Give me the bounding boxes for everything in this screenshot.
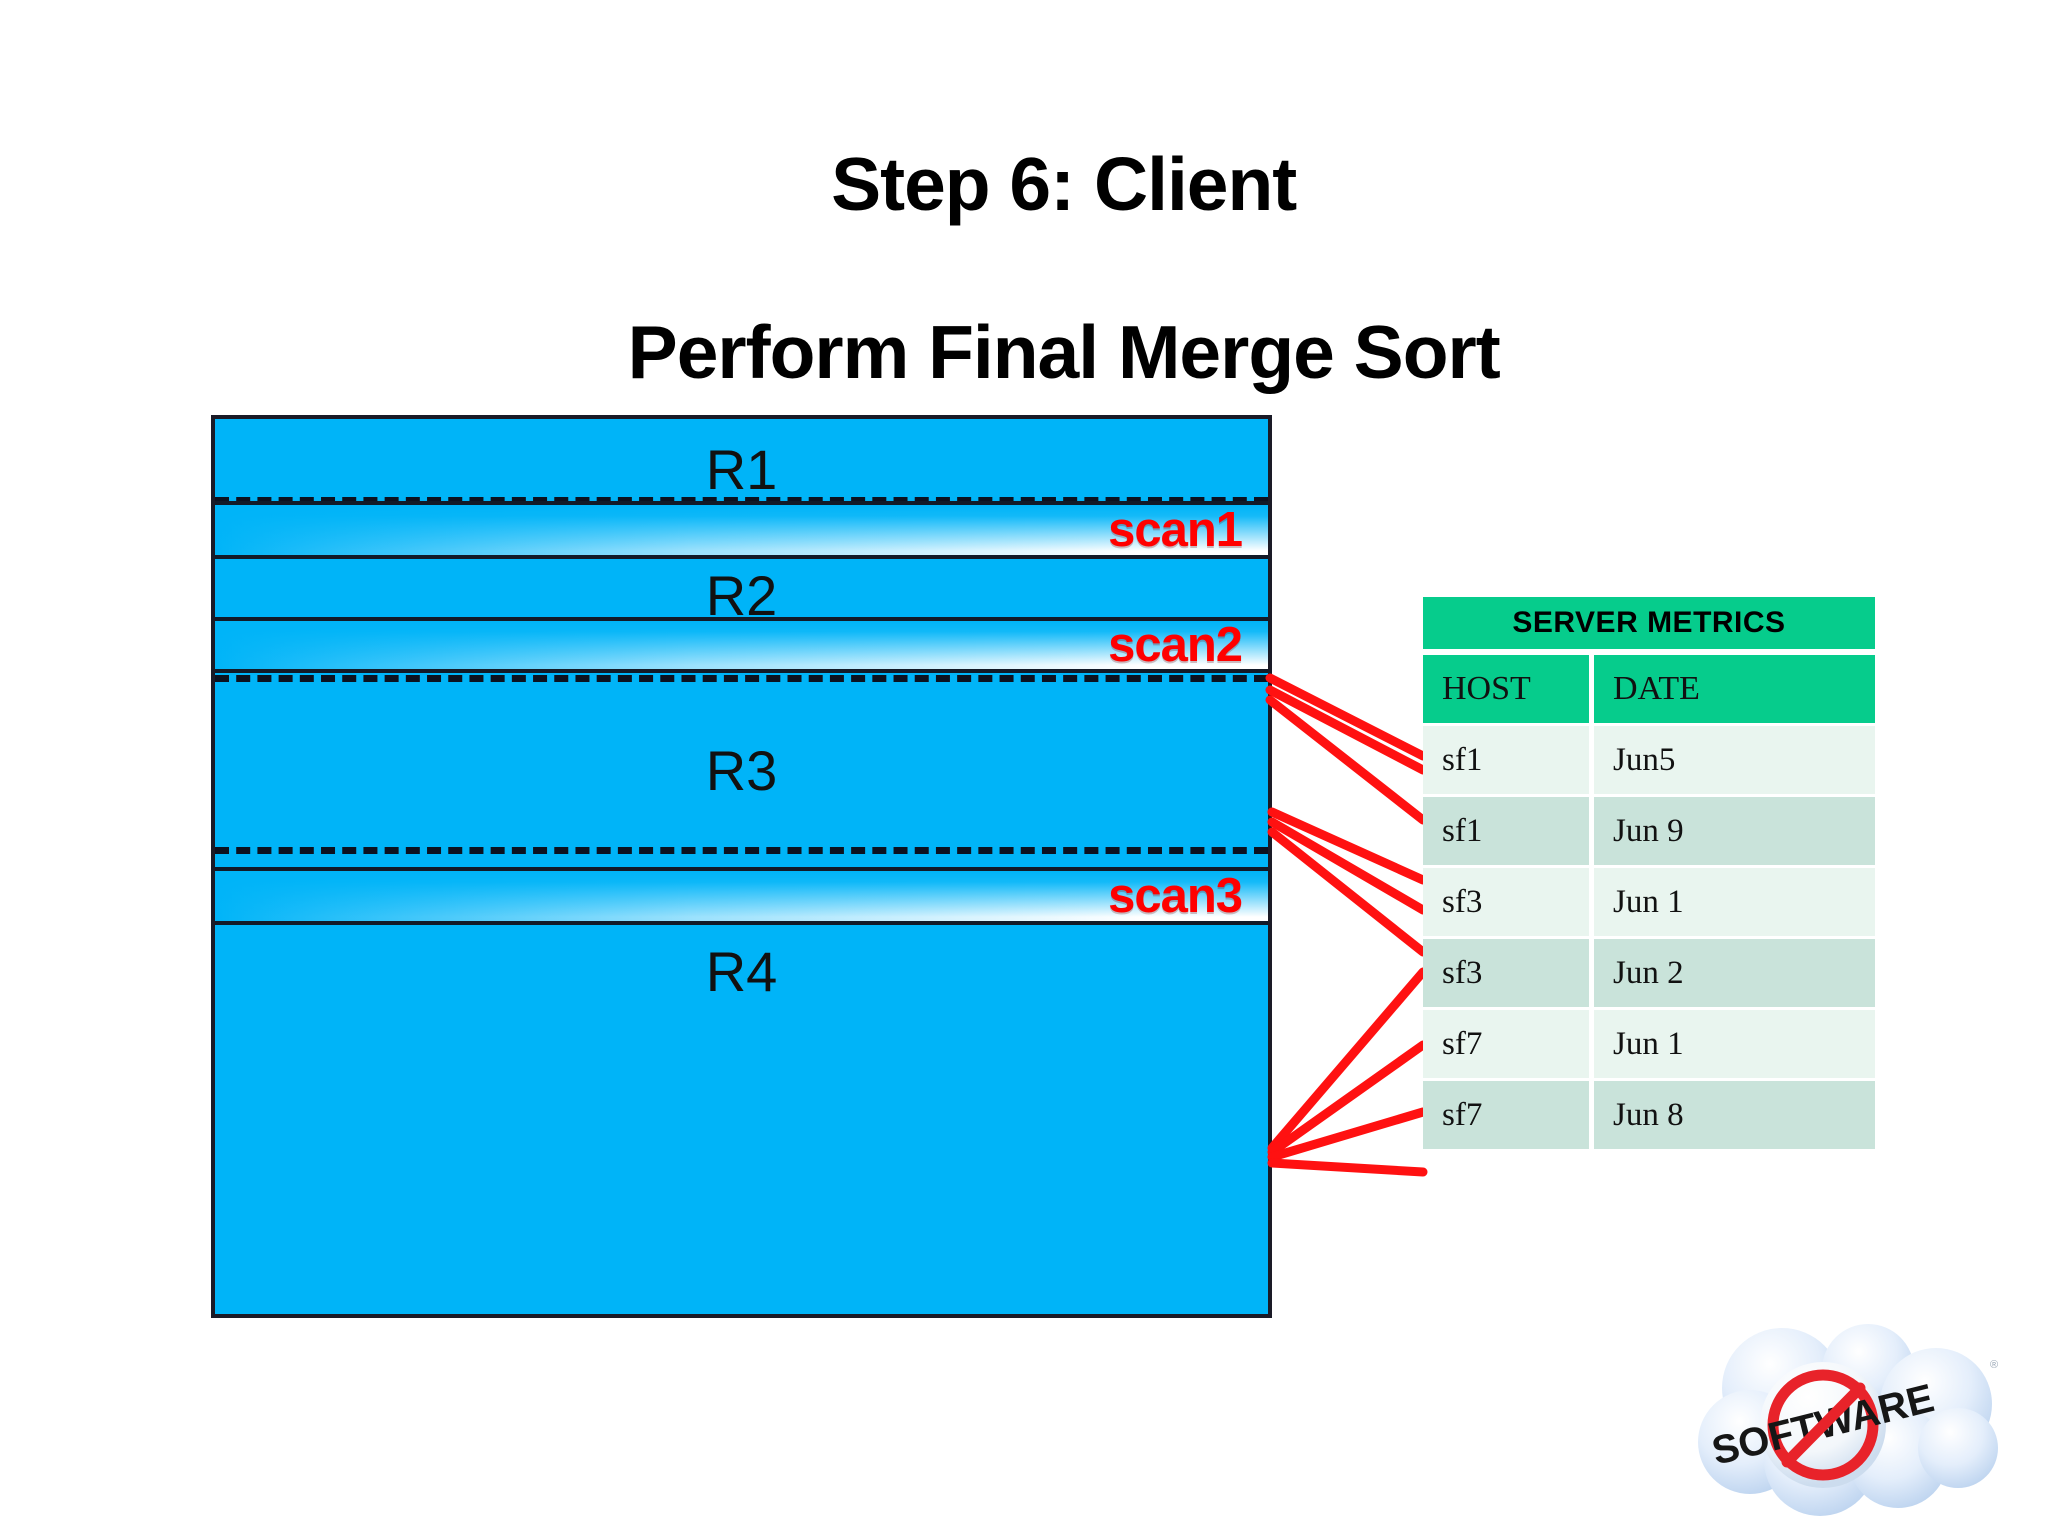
- connector-scan3-row4: [1267, 967, 1428, 1153]
- server-metrics-table: SERVER METRICS HOST DATE sf1 Jun5 sf1 Ju…: [1423, 597, 1875, 1152]
- title-line-1: Step 6: Client: [831, 142, 1297, 226]
- scan1-label: scan1: [1108, 503, 1243, 557]
- scan3-label: scan3: [1108, 869, 1243, 923]
- scan-band-2: scan2: [215, 617, 1268, 673]
- region-r4: R4: [215, 925, 1268, 1314]
- table-header-row: HOST DATE: [1423, 655, 1875, 723]
- column-header-host: HOST: [1423, 655, 1589, 723]
- no-software-cloud-logo: SOFTWARE ®: [1698, 1324, 1998, 1516]
- connector-scan2-row4: [1267, 827, 1428, 957]
- table-row[interactable]: sf1 Jun5: [1423, 726, 1875, 794]
- cell-date: Jun5: [1594, 726, 1875, 794]
- cell-host: sf1: [1423, 726, 1589, 794]
- connector-scan3-row6: [1267, 1107, 1428, 1162]
- cell-date: Jun 9: [1594, 797, 1875, 865]
- region-r1-label: R1: [705, 437, 778, 501]
- table-row[interactable]: sf7 Jun 8: [1423, 1081, 1875, 1149]
- table-row[interactable]: sf7 Jun 1: [1423, 1010, 1875, 1078]
- table-row[interactable]: sf3 Jun 2: [1423, 939, 1875, 1007]
- connector-scan1-row2: [1265, 695, 1428, 825]
- cell-date: Jun 8: [1594, 1081, 1875, 1149]
- scan2-label: scan2: [1108, 618, 1243, 672]
- cell-date: Jun 1: [1594, 868, 1875, 936]
- region-r3: R3: [215, 673, 1268, 867]
- table-title: SERVER METRICS: [1423, 597, 1875, 649]
- cell-date: Jun 1: [1594, 1010, 1875, 1078]
- region-r3-label: R3: [705, 738, 778, 802]
- registered-mark: ®: [1990, 1359, 1998, 1371]
- region-divider-2: [215, 675, 1268, 682]
- connector-scan1-row1b: [1265, 685, 1428, 775]
- cell-host: sf7: [1423, 1010, 1589, 1078]
- cell-host: sf1: [1423, 797, 1589, 865]
- scan-band-3: scan3: [215, 867, 1268, 925]
- title-line-2: Perform Final Merge Sort: [627, 310, 1501, 394]
- table-row[interactable]: sf3 Jun 1: [1423, 868, 1875, 936]
- connector-scan3-row5: [1267, 1040, 1428, 1157]
- cell-host: sf3: [1423, 939, 1589, 1007]
- connector-scan3-row6b: [1267, 1158, 1428, 1177]
- region-divider-3: [215, 847, 1268, 854]
- cell-date: Jun 2: [1594, 939, 1875, 1007]
- scan-band-1: scan1: [215, 501, 1268, 559]
- region-block-diagram: R1 scan1 R2 scan2 R3 scan3 R4: [211, 415, 1272, 1318]
- slide-title: Step 6: Client Perform Final Merge Sort: [0, 58, 2048, 478]
- region-r2-label: R2: [705, 563, 778, 627]
- connector-scan2-row3b: [1267, 817, 1428, 915]
- column-header-date: DATE: [1594, 655, 1875, 723]
- table-row[interactable]: sf1 Jun 9: [1423, 797, 1875, 865]
- cell-host: sf7: [1423, 1081, 1589, 1149]
- region-divider-1: [215, 497, 1268, 504]
- region-r4-label: R4: [705, 940, 778, 1003]
- cell-host: sf3: [1423, 868, 1589, 936]
- connector-scan2-row3: [1267, 807, 1428, 885]
- connector-scan1-row1: [1265, 673, 1428, 761]
